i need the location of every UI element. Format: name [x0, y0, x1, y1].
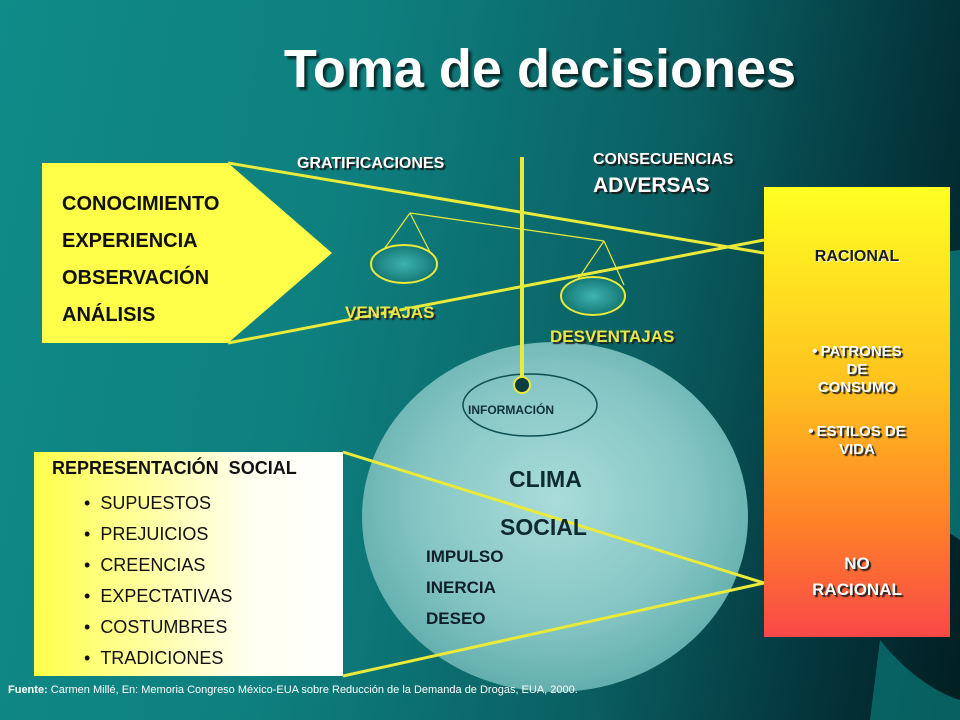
source-text: Carmen Millé, En: Memoria Congreso Méxic…: [48, 684, 578, 696]
knowledge-item: ANÁLISIS: [62, 297, 219, 334]
social-climate-item: IMPULSO: [426, 541, 503, 572]
consumption-patterns-line-3: CONSUMO: [764, 379, 950, 397]
social-representation-item: SUPUESTOS: [84, 488, 232, 519]
social-climate-item: DESEO: [426, 603, 503, 634]
social-representation-item: TRADICIONES: [84, 643, 232, 674]
lifestyles-label: ESTILOS DE VIDA: [764, 423, 950, 459]
source-footer: Fuente: Carmen Millé, En: Memoria Congre…: [8, 684, 578, 696]
social-climate-list: IMPULSO INERCIA DESEO: [426, 541, 503, 634]
lifestyles-line-2: VIDA: [764, 441, 950, 459]
scale-beam: [410, 213, 604, 241]
non-rational-line-2: RACIONAL: [764, 577, 950, 603]
knowledge-item: OBSERVACIÓN: [62, 260, 219, 297]
social-climate-item: INERCIA: [426, 572, 503, 603]
disadvantages-label: DESVENTAJAS: [550, 327, 674, 347]
social-climate-title-2: SOCIAL: [500, 514, 587, 541]
social-representation-item: EXPECTATIVAS: [84, 581, 232, 612]
gratifications-label: GRATIFICACIONES: [297, 155, 444, 173]
knowledge-item: CONOCIMIENTO: [62, 186, 219, 223]
social-representation-item: CREENCIAS: [84, 550, 232, 581]
advantages-label: VENTAJAS: [345, 303, 434, 323]
social-representation-item: COSTUMBRES: [84, 612, 232, 643]
social-representation-title: REPRESENTACIÓN SOCIAL: [52, 458, 297, 479]
adverse-consequences-label-2: ADVERSAS: [593, 174, 710, 198]
non-rational-label: NO RACIONAL: [764, 551, 950, 603]
knowledge-list: CONOCIMIENTO EXPERIENCIA OBSERVACIÓN ANÁ…: [62, 186, 219, 334]
knowledge-item: EXPERIENCIA: [62, 223, 219, 260]
right-pan: [561, 277, 625, 315]
scale-pivot: [514, 377, 530, 393]
social-representation-list: SUPUESTOS PREJUICIOS CREENCIAS EXPECTATI…: [84, 488, 232, 674]
information-label: INFORMACIÓN: [468, 403, 554, 417]
non-rational-line-1: NO: [764, 551, 950, 577]
rational-label: RACIONAL: [764, 248, 950, 266]
social-climate-title-1: CLIMA: [509, 466, 582, 493]
consumption-patterns-line-2: DE: [764, 361, 950, 379]
social-representation-item: PREJUICIOS: [84, 519, 232, 550]
left-pan: [371, 245, 437, 283]
source-label: Fuente:: [8, 684, 48, 696]
page-title: Toma de decisiones: [240, 38, 840, 100]
consumption-patterns-label: PATRONES DE CONSUMO: [764, 343, 950, 397]
adverse-consequences-label-1: CONSECUENCIAS: [593, 151, 733, 169]
consumption-patterns-line-1: PATRONES: [764, 343, 950, 361]
lifestyles-line-1: ESTILOS DE: [764, 423, 950, 441]
decorative-swoosh-bottom: [870, 640, 960, 720]
